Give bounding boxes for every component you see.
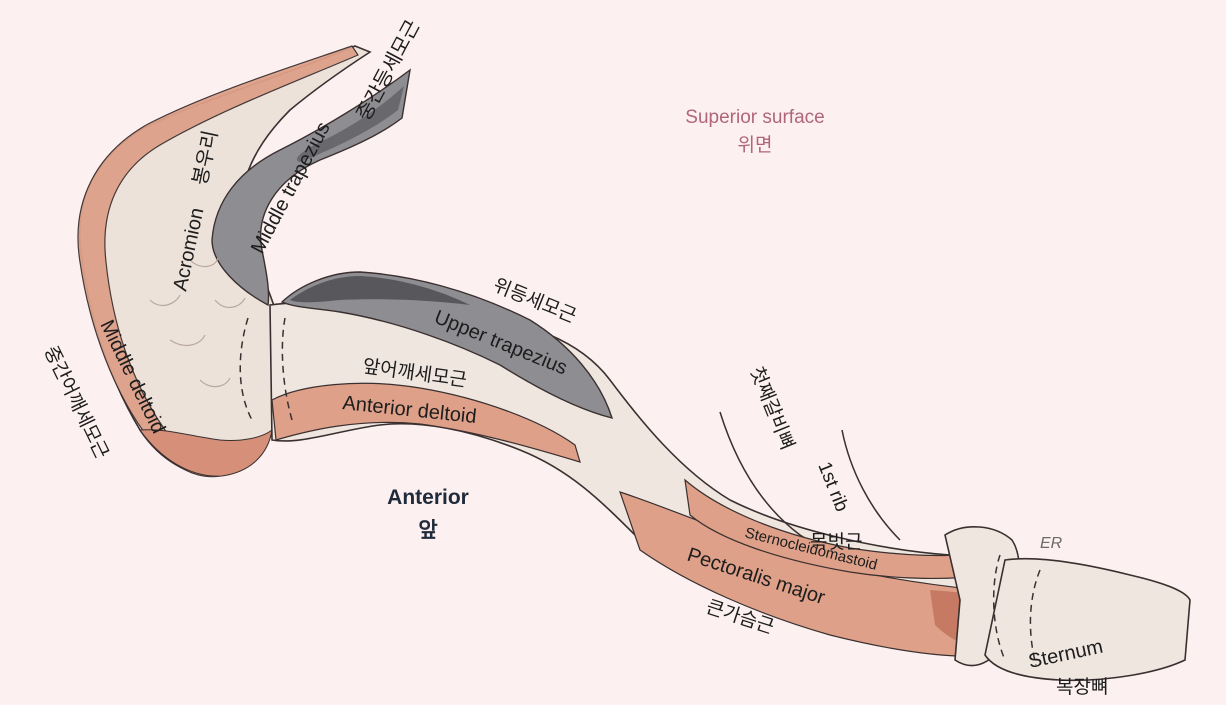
sternum-label-ko: 복장뼈 <box>1056 676 1108 698</box>
first-rib-label-ko: 첫째갈비뼈 <box>745 364 798 453</box>
er-handwritten-mark: ER <box>1040 535 1063 552</box>
middle-trapezius-shade <box>296 86 404 162</box>
superior-surface-label: Superior surface <box>685 107 824 128</box>
sternoclavicular-joint-line <box>992 554 1006 661</box>
sternum-bone <box>984 557 1191 682</box>
sternocleidomastoid-label-ko: 목빗근 <box>810 531 862 553</box>
first-rib-inner <box>841 429 901 541</box>
upper-trapezius-muscle <box>280 271 614 419</box>
first-rib-label: 1st rib <box>813 459 852 515</box>
superior-surface-label-ko: 위면 <box>738 134 773 156</box>
acromioclavicular-joint-line <box>239 317 253 421</box>
anterior-label: Anterior <box>387 486 469 509</box>
acromion-texture <box>149 257 246 388</box>
acromioclavicular-joint-line-2 <box>281 317 293 421</box>
anterior-deltoid-muscle <box>271 382 581 463</box>
sternum-joint-line <box>1029 569 1041 666</box>
middle-deltoid-label-ko: 중간어깨세모근 <box>40 343 113 463</box>
upper-trapezius-shade <box>290 276 470 305</box>
anterior-label-ko: 앞 <box>418 519 437 542</box>
